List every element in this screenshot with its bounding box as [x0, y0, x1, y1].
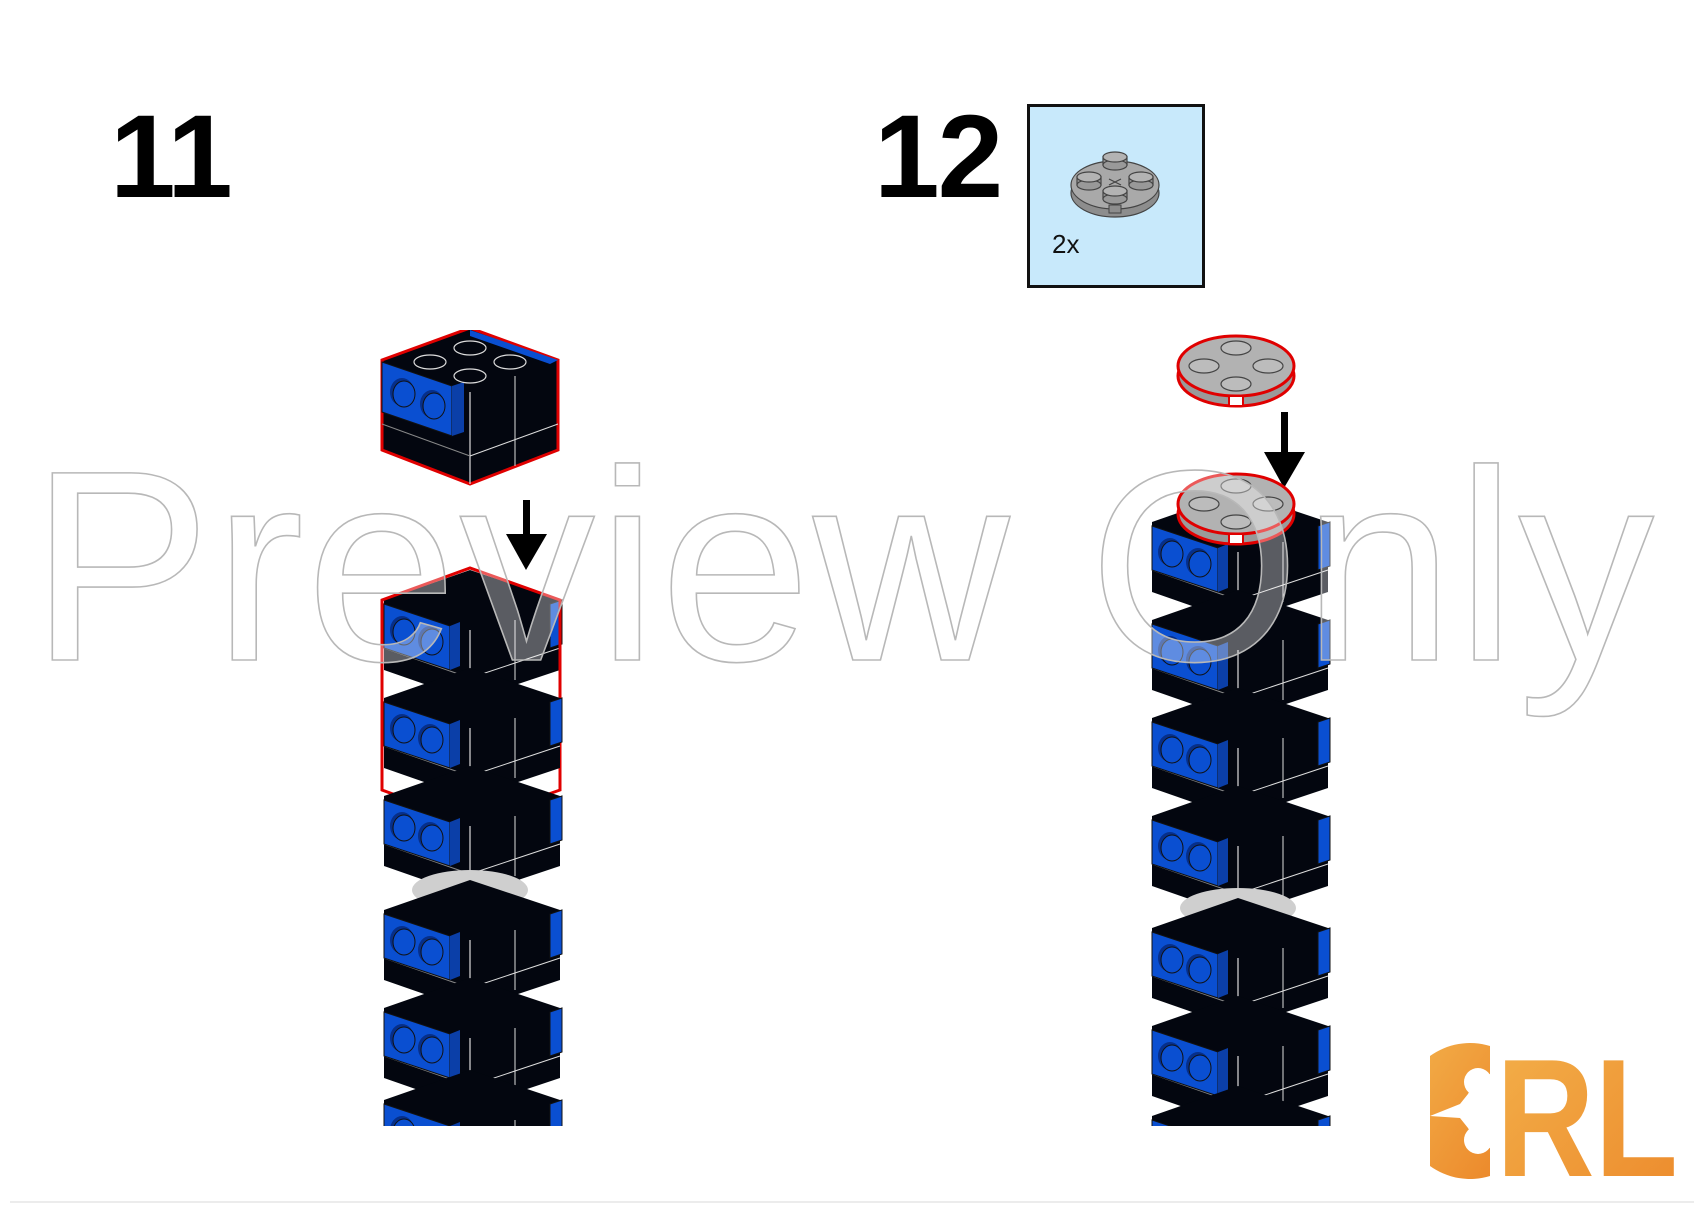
step-number-12: 12 — [874, 91, 1003, 223]
logo-text: RL — [1496, 1036, 1678, 1186]
footer-divider — [10, 1201, 1694, 1203]
down-arrow-icon — [1264, 412, 1305, 488]
rebel-emblem-icon — [1430, 1043, 1492, 1179]
placed-round-plate — [1176, 472, 1296, 546]
part-quantity: 2x — [1052, 229, 1080, 259]
step-12-illustration — [1138, 334, 1348, 1130]
round-plate-part-icon — [1070, 151, 1160, 218]
down-arrow-icon — [506, 500, 547, 570]
falling-brick-assembly — [380, 330, 560, 486]
step-11-illustration — [370, 330, 580, 1130]
falling-round-plate — [1176, 334, 1296, 408]
preview-watermark: Preview Only — [29, 414, 1657, 718]
brand-logo: RL — [1430, 1036, 1678, 1186]
parts-list-box: 2x — [1027, 104, 1205, 288]
step-number-11: 11 — [110, 91, 233, 223]
